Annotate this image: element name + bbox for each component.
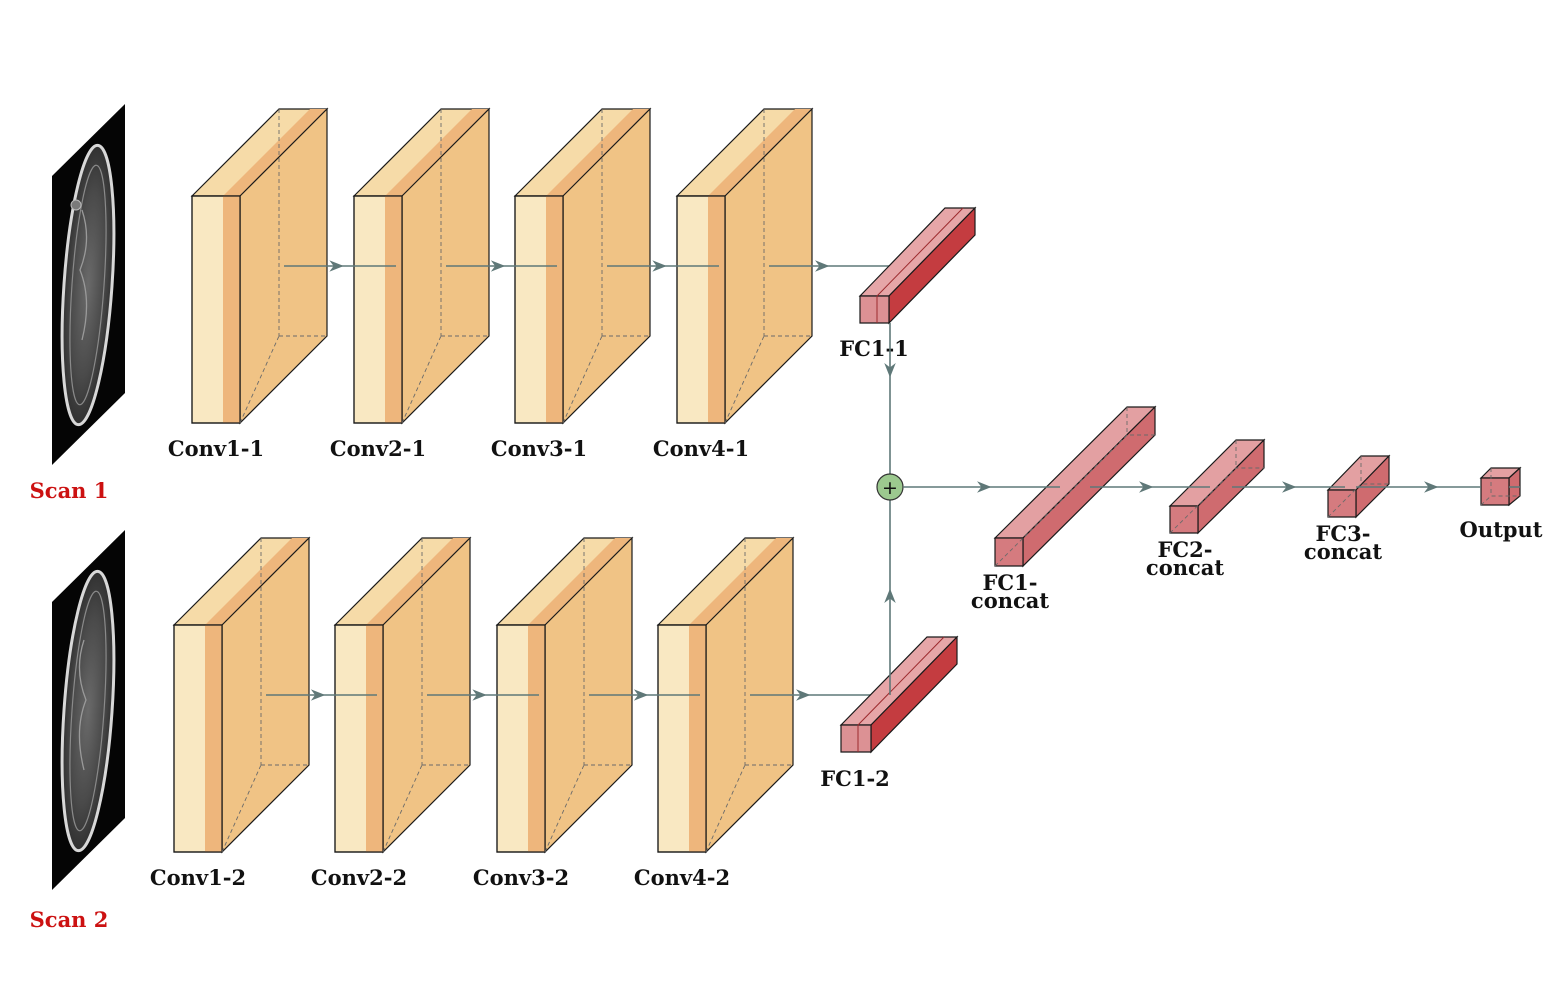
fc1-2-label: FC1-2 xyxy=(820,766,890,791)
scan-1-image xyxy=(52,104,125,465)
fc3-concat-label-line2: concat xyxy=(1304,539,1382,564)
fc1-1-label: FC1-1 xyxy=(839,336,909,361)
conv-block-conv3-1 xyxy=(513,107,652,425)
scan-1-label: Scan 1 xyxy=(30,478,109,503)
fc1-concat-label-line2: concat xyxy=(971,588,1049,613)
sum-operator: + xyxy=(882,477,898,499)
fc1-1-block xyxy=(858,206,977,325)
conv-label-conv3-1: Conv3-1 xyxy=(491,436,587,461)
fc2-concat-label-line2: concat xyxy=(1146,555,1224,580)
conv-block-conv2-1 xyxy=(352,107,491,425)
fc1-concat-block xyxy=(993,405,1157,568)
output-label: Output xyxy=(1460,517,1543,542)
scan-2-label: Scan 2 xyxy=(30,907,109,932)
conv-block-conv1-1 xyxy=(190,107,329,425)
conv-block-conv4-1 xyxy=(675,107,814,425)
conv-arrows xyxy=(266,260,890,701)
output-block xyxy=(1479,466,1522,507)
conv-block-conv4-2 xyxy=(656,536,795,854)
conv-label-conv3-2: Conv3-2 xyxy=(473,865,569,890)
conv-label-conv1-1: Conv1-1 xyxy=(168,436,264,461)
conv-block-conv1-2 xyxy=(172,536,311,854)
fc2-concat-block xyxy=(1168,438,1266,535)
fc3-concat-label-line1: FC3- xyxy=(1316,521,1371,546)
conv-label-conv2-2: Conv2-2 xyxy=(311,865,407,890)
scan-2-image xyxy=(52,530,125,890)
fc1-2-block xyxy=(839,635,959,754)
conv-label-conv1-2: Conv1-2 xyxy=(150,865,246,890)
conv-layers xyxy=(172,107,814,854)
conv-label-conv4-1: Conv4-1 xyxy=(653,436,749,461)
conv-block-conv3-2 xyxy=(495,536,634,854)
conv-label-conv4-2: Conv4-2 xyxy=(634,865,730,890)
conv-label-conv2-1: Conv2-1 xyxy=(330,436,426,461)
fc2-concat-label-line1: FC2- xyxy=(1158,537,1213,562)
fc1-concat-label-line1: FC1- xyxy=(983,570,1038,595)
conv-block-conv2-2 xyxy=(333,536,472,854)
